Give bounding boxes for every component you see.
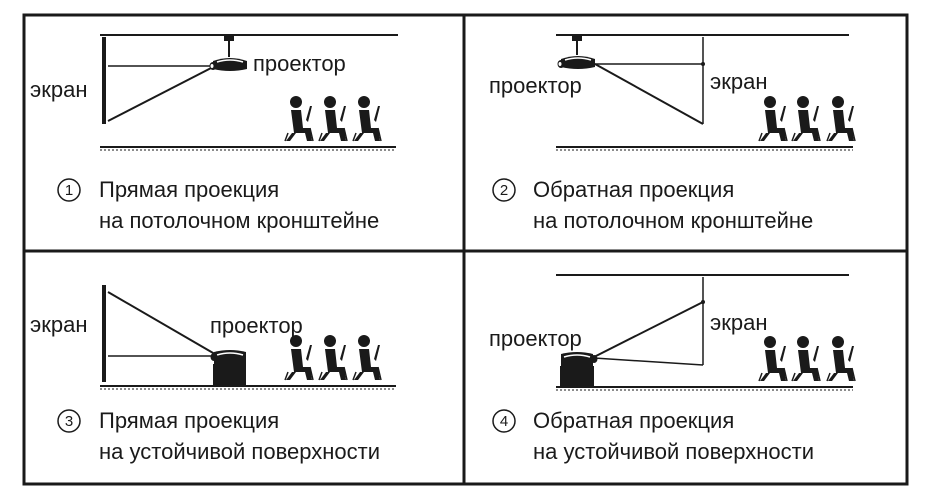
panel-number: 2 [500,182,508,199]
audience-person [826,335,856,382]
caption-line-1: Обратная проекция [533,408,734,433]
caption-line-2: на потолочном кронштейне [99,208,379,233]
audience-person [826,95,856,142]
projector-label: проектор [489,73,582,98]
panel-number: 3 [65,413,73,430]
screen-label: экран [710,310,767,335]
panel-3: проектор экран 3 Прямая проекция на усто… [30,285,396,464]
screen-label: экран [30,77,87,102]
caption-line-2: на устойчивой поверхности [99,439,380,464]
projector-label: проектор [210,313,303,338]
panel-4: проектор экран 4 Обратная проекция на ус… [489,274,856,464]
panel-number-badge [57,409,81,433]
audience-person [758,95,788,142]
caption-line-1: Прямая проекция [99,408,279,433]
audience-person [791,95,821,142]
audience-person [758,335,788,382]
projector-icon [214,350,246,364]
panel-2: проектор экран 2 Обратная проекция на по… [489,34,856,233]
panel-1: проектор экран 1 Прямая проекция на пото… [30,34,398,233]
panel-number-badge [492,178,516,202]
projector-icon [556,55,596,70]
projector-stand [560,366,594,388]
panel-number-badge [57,178,81,202]
audience-person [318,334,348,381]
audience-person [352,95,382,142]
caption-line-2: на устойчивой поверхности [533,439,814,464]
audience-person [791,335,821,382]
audience-person [284,334,314,381]
projector-icon [208,57,248,72]
panel-number: 4 [500,413,508,430]
ceiling-mount [572,35,582,41]
panel-number: 1 [65,182,73,199]
ceiling-mount [224,35,234,41]
caption-line-1: Прямая проекция [99,177,279,202]
audience-person [352,334,382,381]
projector-icon [561,352,593,366]
audience-person [284,95,314,142]
projector-stand [213,364,246,386]
screen-label: экран [30,312,87,337]
projector-label: проектор [253,51,346,76]
panel-number-badge [492,409,516,433]
projector-label: проектор [489,326,582,351]
caption-line-2: на потолочном кронштейне [533,208,813,233]
screen-label: экран [710,69,767,94]
caption-line-1: Обратная проекция [533,177,734,202]
audience-person [318,95,348,142]
